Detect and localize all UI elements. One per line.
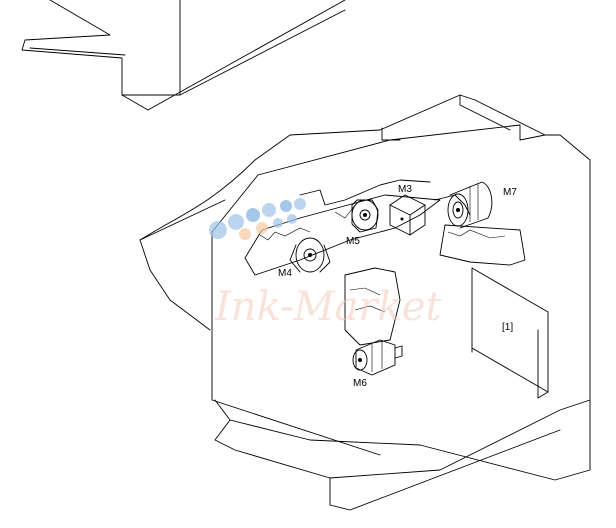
label-m5: M5	[346, 236, 360, 247]
motor-brackets	[244, 179, 526, 346]
motor-m5	[351, 199, 379, 233]
label-part-1: [1]	[502, 322, 513, 333]
motor-m7	[447, 181, 493, 229]
label-m7: M7	[503, 187, 517, 198]
motor-m3	[389, 194, 426, 236]
label-m6: M6	[353, 378, 367, 389]
motor-m4	[289, 237, 331, 273]
label-m4: M4	[278, 268, 292, 279]
main-housing	[139, 94, 591, 511]
part-1-board	[471, 267, 549, 399]
watermark-text: Ink-Market	[214, 284, 442, 330]
motor-m6	[352, 339, 403, 376]
watermark: Ink-Market	[209, 198, 442, 330]
label-m3: M3	[398, 184, 412, 195]
upper-unit-fragment	[21, 0, 346, 111]
